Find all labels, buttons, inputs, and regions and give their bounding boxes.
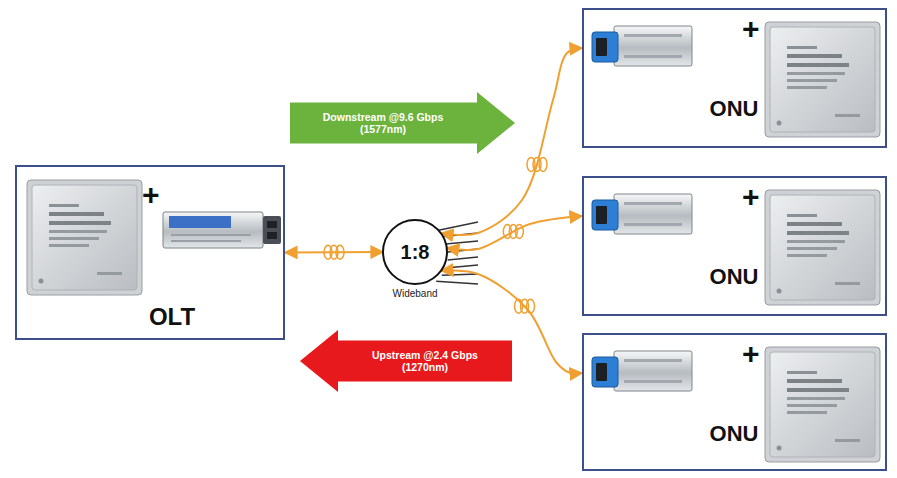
fiber-coil [527,299,535,313]
splitter-caption: Wideband [360,288,470,300]
splitter-outline [383,220,447,284]
sfp-transceiver [171,234,251,236]
connector-layer [324,157,547,313]
plus-sign: + [142,180,160,210]
upstream-arrow: Upstream @2.4 Gbps (1270nm) [300,330,512,392]
downstream-arrow: Downstream @9.6 Gbps (1577nm) [290,92,515,154]
fiber-link [447,216,582,250]
sfp-transceiver [171,240,241,242]
splitter-outputs [446,241,478,244]
onu-box: ONU [582,8,887,148]
sfp-transceiver [263,216,281,244]
splitter-outputs [446,265,478,268]
node-title: ONU [692,264,776,289]
link-rate-label: Upstream @2.4 Gbps (1270nm) [360,349,490,373]
node-title: ONU [692,96,776,121]
fiber-coil [503,224,523,238]
link-rate-label: Downstream @9.6 Gbps (1577nm) [313,111,453,135]
fiber-link [285,251,383,254]
splitter-outputs [436,222,478,231]
fpga-chip [765,347,880,462]
fiber-coil [515,224,523,238]
fpga-chip [765,190,880,305]
node-title: OLT [117,303,227,331]
arrow-shape [290,92,515,154]
plus-sign: + [742,182,760,212]
bidi-transceiver [592,194,692,234]
bidi-transceiver [592,351,692,391]
node-title: ONU [692,421,776,446]
fiber-coil [324,245,344,259]
plus-sign: + [742,339,760,369]
plus-sign: + [742,14,760,44]
fpga-chip [765,22,880,137]
splitter-outputs [448,257,478,260]
onu-box: ONU [582,333,887,471]
sfp-transceiver [169,216,231,228]
fpga-chip [27,180,142,295]
splitter-outputs [436,281,478,284]
connector-layer [285,48,582,373]
bidi-transceiver [592,26,692,66]
splitter-circle: 1:8Wideband [382,219,448,285]
split-ratio: 1:8 [382,241,448,264]
onu-box: ONU [582,176,887,316]
sfp-transceiver [267,232,277,239]
fiber-coil [539,157,547,171]
fiber-coil [527,157,547,171]
fiber-coil [336,245,344,259]
sfp-transceiver [163,212,281,248]
arrow-shape [300,330,512,392]
splitter-outputs [442,274,478,275]
fiber-coil [515,299,535,313]
sfp-transceiver [267,221,277,228]
sfp-transceiver [163,212,263,248]
